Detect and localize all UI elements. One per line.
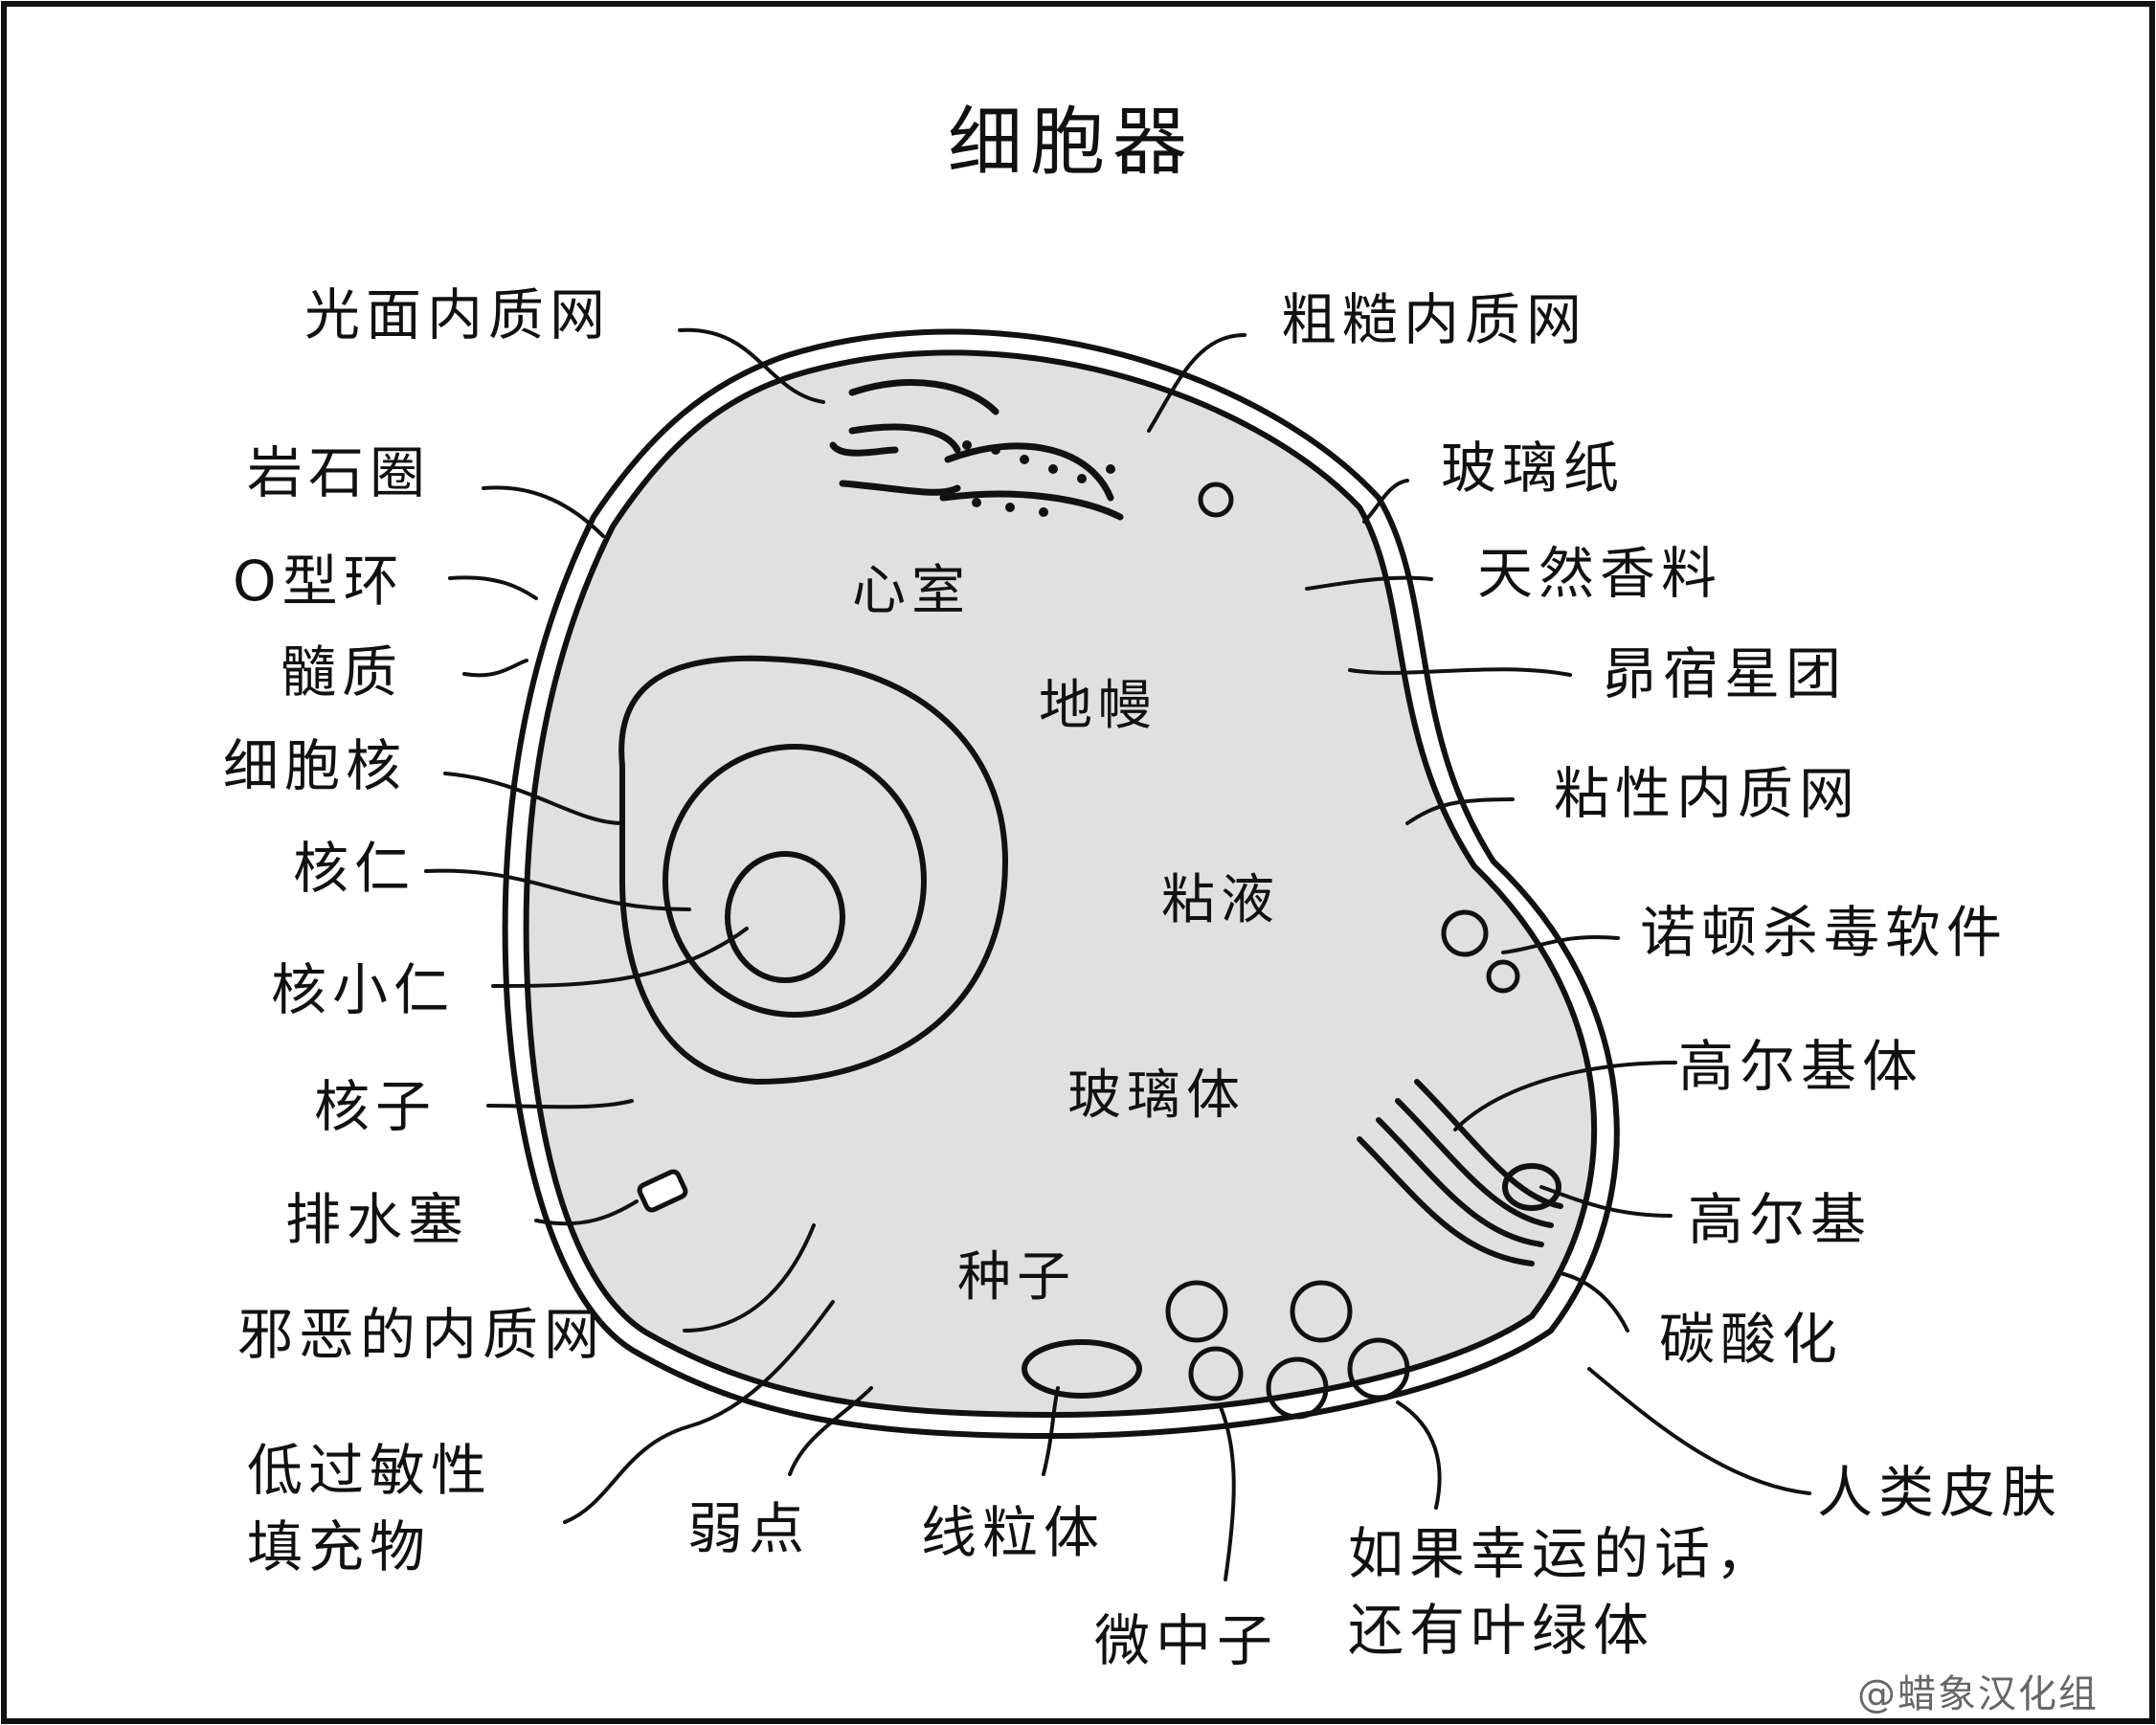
label-human-skin: 人类皮肤 bbox=[1817, 1460, 2063, 1525]
label-chloroplast-line2: 还有叶绿体 bbox=[1348, 1598, 1655, 1663]
vesicles bbox=[1165, 482, 1520, 1420]
cell-outer-membrane bbox=[502, 328, 1620, 1440]
label-ventricle: 心室 bbox=[852, 560, 971, 622]
label-chloroplast-line1: 如果幸运的话， bbox=[1348, 1521, 1778, 1586]
label-medulla: 髓质 bbox=[281, 639, 404, 705]
label-weak-spot: 弱点 bbox=[687, 1496, 811, 1561]
mitochondrion-shape bbox=[1022, 1339, 1142, 1399]
label-o-ring: O型环 bbox=[233, 549, 405, 614]
label-smooth-er: 光面内质网 bbox=[304, 282, 612, 347]
leader-lines bbox=[424, 327, 1811, 1581]
label-natural-flavor: 天然香料 bbox=[1477, 541, 1723, 606]
label-golgi: 高尔基 bbox=[1688, 1187, 1873, 1252]
label-norton: 诺顿杀毒软件 bbox=[1640, 900, 2009, 965]
label-carbonation: 碳酸化 bbox=[1659, 1307, 1844, 1372]
cell-inner-membrane bbox=[523, 349, 1597, 1419]
label-hypoallergenic: 低过敏性 填充物 bbox=[247, 1443, 492, 1575]
label-drain-plug: 排水塞 bbox=[285, 1187, 470, 1252]
golgi-shape bbox=[1357, 1079, 1563, 1266]
label-nucleolus-kernel: 核仁 bbox=[293, 836, 416, 901]
label-rough-er: 粗糙内质网 bbox=[1281, 287, 1588, 352]
label-chloroplast: 如果幸运的话， 还有叶绿体 bbox=[1348, 1526, 1777, 1658]
label-cellophane: 玻璃纸 bbox=[1441, 436, 1626, 501]
label-nucleon: 核子 bbox=[314, 1074, 438, 1139]
label-seeds: 种子 bbox=[957, 1246, 1076, 1309]
nucleus-middle-ring bbox=[663, 744, 927, 1018]
page-title: 细胞器 bbox=[948, 100, 1196, 186]
label-hypoallergenic-line2: 填充物 bbox=[247, 1514, 432, 1579]
label-pleiades: 昴宿星团 bbox=[1602, 641, 1848, 706]
smooth-er-shape bbox=[829, 379, 1124, 521]
label-mitochondria: 线粒体 bbox=[921, 1500, 1106, 1565]
label-neutron: 微中子 bbox=[1094, 1608, 1279, 1673]
label-lithosphere: 岩石圈 bbox=[247, 440, 432, 505]
label-nucleus: 细胞核 bbox=[223, 733, 408, 798]
rough-er-dots bbox=[962, 440, 1115, 517]
label-nucleolus-small: 核小仁 bbox=[271, 957, 456, 1022]
nucleolus-ring bbox=[725, 851, 845, 983]
nucleus-outer-ring bbox=[618, 655, 1009, 1086]
label-hypoallergenic-line1: 低过敏性 bbox=[247, 1438, 493, 1503]
label-sticky-er: 粘性内质网 bbox=[1554, 761, 1861, 826]
label-golgi-body: 高尔基体 bbox=[1678, 1034, 1924, 1099]
drain-plug-shape bbox=[637, 1169, 688, 1213]
label-mantle: 地幔 bbox=[1039, 675, 1157, 737]
label-vitreous: 玻璃体 bbox=[1067, 1064, 1246, 1127]
label-evil-er: 邪恶的内质网 bbox=[237, 1302, 606, 1367]
label-mucus: 粘液 bbox=[1161, 869, 1280, 931]
watermark: @蜡象汉化组 bbox=[1857, 1672, 2099, 1716]
